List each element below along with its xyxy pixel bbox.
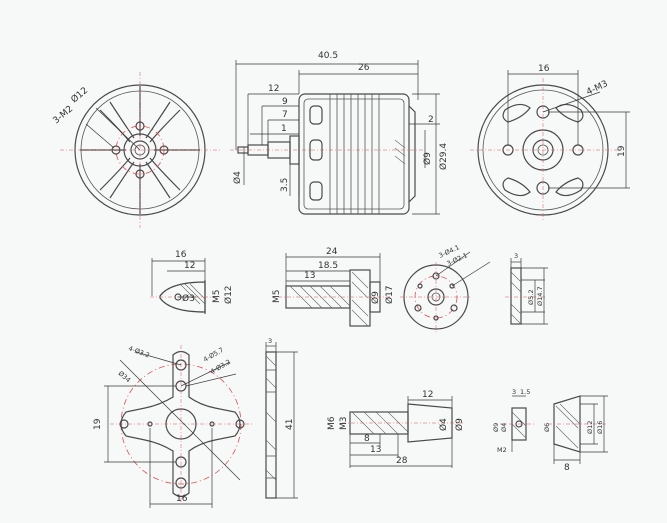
shaft-len-12: 12 <box>422 390 433 400</box>
mount-holes-3: 4-Ø3.2 <box>209 358 232 376</box>
washer-d2: Ø14.7 <box>536 286 544 306</box>
washer-view: 3 Ø5.2 Ø14.7 <box>505 252 548 325</box>
dim-2: 2 <box>428 115 434 125</box>
mount-side-len: 41 <box>285 419 295 430</box>
rear-height-label: 19 <box>617 145 627 157</box>
shaft-thread-m6: M6 <box>327 416 337 430</box>
shaft-thread-m3: M3 <box>339 417 349 431</box>
front-screws-label: 3-M2 <box>52 104 76 126</box>
nut-len-12: 12 <box>184 261 195 271</box>
dim-shaft-d: Ø4 <box>232 171 243 184</box>
motor-rear-view: 16 4-M3 19 <box>470 64 630 222</box>
prop-nut-view: 16 12 Ø3 M5 Ø12 <box>150 250 234 314</box>
adapter-len-18-5: 18.5 <box>318 261 338 271</box>
dim-7: 7 <box>282 110 288 120</box>
rear-screws-label: 4-M3 <box>585 79 610 98</box>
mount-w-16: 16 <box>176 494 188 504</box>
nut-bore: Ø3 <box>182 293 195 304</box>
rear-width-label: 16 <box>538 64 550 74</box>
dim-3-5: 3.5 <box>280 178 290 192</box>
dim-can-length: 26 <box>358 63 370 73</box>
collet-d6: Ø6 <box>543 423 551 432</box>
adapter-len-24: 24 <box>326 247 338 257</box>
mount-holes-1: 4-Ø3.2 <box>127 344 150 359</box>
adapter-thread: M5 <box>272 290 282 304</box>
shaft-d9: Ø9 <box>454 418 465 431</box>
shaft-len-13: 13 <box>370 445 381 455</box>
shaft-len-28: 28 <box>396 456 408 466</box>
front-d-holes-label: Ø12 <box>69 85 90 105</box>
collet-len-8: 8 <box>564 463 570 473</box>
shaft-len-8: 8 <box>364 434 370 444</box>
small-nut-d9: Ø9 <box>492 423 500 432</box>
small-nut-d4: Ø4 <box>500 423 508 432</box>
collet-d12: Ø12 <box>586 421 594 434</box>
dim-9: 9 <box>282 97 288 107</box>
nut-od: Ø12 <box>223 285 234 304</box>
small-nut-3: 3 <box>512 388 516 396</box>
dim-12: 12 <box>268 84 279 94</box>
small-nut-thread: M2 <box>497 446 507 454</box>
cross-mount-view: 4-Ø3.2 4-Ø5.7 4-Ø3.2 Ø34 19 16 <box>93 344 252 508</box>
motor-front-view: Ø12 3-M2 <box>52 72 220 228</box>
washer-thk: 3 <box>514 252 518 260</box>
dim-1: 1 <box>281 124 287 134</box>
motor-side-view: 40.5 26 12 9 7 1 Ø4 3.5 2 Ø9 Ø29.4 <box>230 51 449 215</box>
collet-view: Ø6 Ø12 Ø16 8 <box>543 395 608 473</box>
adapter-d17: Ø17 <box>384 285 395 304</box>
nut-thread: M5 <box>212 290 222 304</box>
adapter-d9: Ø9 <box>370 291 381 304</box>
mount-h-19: 19 <box>93 418 103 430</box>
collet-d16: Ø16 <box>596 421 604 434</box>
adapter-len-13: 13 <box>304 271 315 281</box>
adapter-front-view: 3-Ø4.1 3-Ø2.1 <box>400 243 491 332</box>
shaft-part-view: 12 M6 M3 Ø4 Ø9 8 13 28 <box>327 390 465 468</box>
dim-can-d: Ø29.4 <box>438 143 449 170</box>
shaft-d4: Ø4 <box>438 418 449 431</box>
mount-side-thk: 3 <box>268 337 272 345</box>
washer-d1: Ø5.2 <box>527 290 535 305</box>
small-nut-view: 3 1.5 Ø9 Ø4 M2 <box>492 388 536 454</box>
mount-pcd: Ø34 <box>117 369 132 384</box>
dim-overall-length: 40.5 <box>318 51 338 61</box>
dim-shaft-d9: Ø9 <box>422 152 433 165</box>
mount-side-view: 3 41 <box>265 337 298 499</box>
small-nut-1-5: 1.5 <box>520 388 530 396</box>
nut-len-16: 16 <box>175 250 187 260</box>
prop-adapter-view: 24 18.5 13 M5 Ø9 Ø17 <box>272 247 395 327</box>
